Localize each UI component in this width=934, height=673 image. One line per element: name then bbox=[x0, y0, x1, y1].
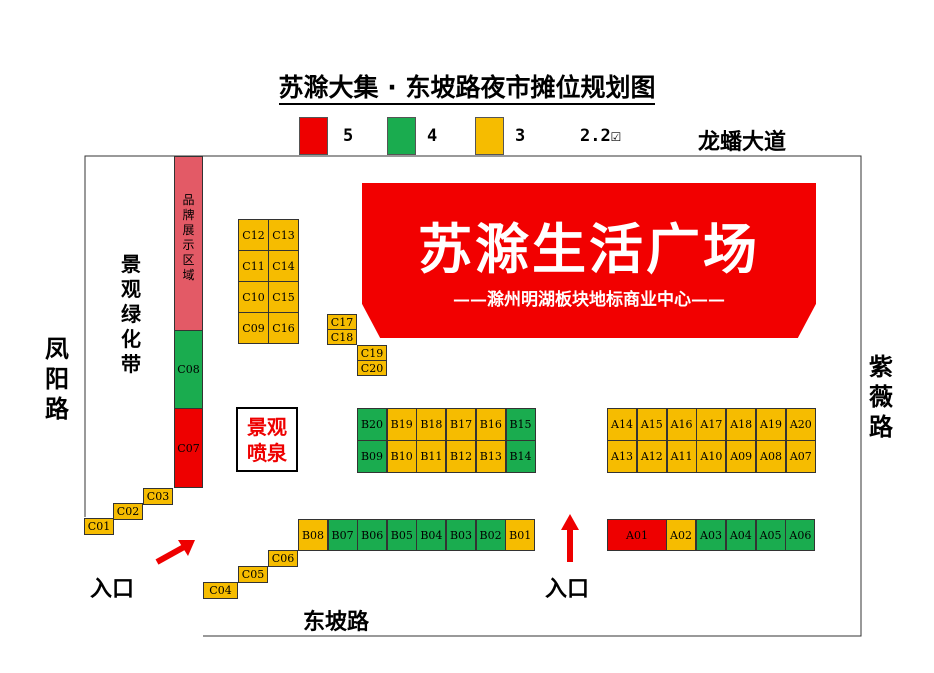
stall-b10[interactable]: B10 bbox=[386, 440, 417, 473]
stall-b07[interactable]: B07 bbox=[327, 519, 358, 551]
stall-a06[interactable]: A06 bbox=[785, 519, 816, 551]
stall-a04[interactable]: A04 bbox=[725, 519, 756, 551]
stall-c06[interactable]: C06 bbox=[268, 550, 298, 567]
stall-c01[interactable]: C01 bbox=[84, 518, 114, 535]
legend-label-5: 5 bbox=[343, 126, 354, 146]
stall-a02[interactable]: A02 bbox=[666, 519, 696, 551]
brand-display-area: 品牌展示区域 bbox=[174, 156, 203, 331]
entrance-right-label: 入口 bbox=[545, 577, 590, 602]
greenbelt-label: 景观绿化带 bbox=[113, 252, 149, 377]
stall-c14[interactable]: C14 bbox=[268, 250, 299, 282]
stall-c04[interactable]: C04 bbox=[203, 582, 238, 599]
stall-b03[interactable]: B03 bbox=[446, 519, 476, 551]
legend-swatch-green bbox=[387, 117, 416, 155]
stall-b06[interactable]: B06 bbox=[357, 519, 388, 551]
stall-a13[interactable]: A13 bbox=[607, 440, 637, 473]
stall-b12[interactable]: B12 bbox=[446, 440, 477, 473]
road-left-label: 凤阳路 bbox=[45, 335, 69, 423]
fountain-label: 景观喷泉 bbox=[247, 414, 287, 465]
stall-b05[interactable]: B05 bbox=[386, 519, 417, 551]
page-title-text: 苏滁大集 · 东坡路夜市摊位规划图 bbox=[278, 73, 656, 105]
stall-c07[interactable]: C07 bbox=[174, 408, 203, 488]
stall-c03[interactable]: C03 bbox=[143, 488, 173, 505]
stall-a11[interactable]: A11 bbox=[666, 440, 697, 473]
page-title: 苏滁大集 · 东坡路夜市摊位规划图 bbox=[0, 68, 934, 105]
stall-c12[interactable]: C12 bbox=[238, 219, 269, 251]
stall-a20[interactable]: A20 bbox=[785, 408, 816, 441]
stall-c05[interactable]: C05 bbox=[238, 566, 268, 583]
stall-b13[interactable]: B13 bbox=[475, 440, 506, 473]
entrance-left-arrow-icon bbox=[155, 540, 195, 565]
stall-c09[interactable]: C09 bbox=[238, 312, 269, 344]
entrance-left-label: 入口 bbox=[90, 577, 135, 602]
stall-b04[interactable]: B04 bbox=[416, 519, 447, 551]
plaza-banner bbox=[362, 183, 816, 338]
road-right-label: 紫薇路 bbox=[869, 353, 893, 441]
road-bottom-label: 东坡路 bbox=[303, 610, 370, 635]
stall-b14[interactable]: B14 bbox=[505, 440, 536, 473]
stall-b11[interactable]: B11 bbox=[416, 440, 447, 473]
stall-c20[interactable]: C20 bbox=[357, 360, 387, 376]
stall-c18[interactable]: C18 bbox=[327, 329, 357, 345]
stall-c17[interactable]: C17 bbox=[327, 314, 357, 330]
entrance-right-arrow-icon bbox=[561, 514, 579, 562]
road-top-label: 龙蟠大道 bbox=[698, 130, 787, 155]
stall-a03[interactable]: A03 bbox=[696, 519, 726, 551]
stall-c16[interactable]: C16 bbox=[268, 312, 299, 344]
stall-b09[interactable]: B09 bbox=[357, 440, 387, 473]
stall-c08[interactable]: C08 bbox=[174, 330, 203, 409]
legend-swatch-orange bbox=[475, 117, 504, 155]
stall-b19[interactable]: B19 bbox=[386, 408, 417, 441]
stall-c02[interactable]: C02 bbox=[113, 503, 143, 520]
fountain-box: 景观喷泉 bbox=[236, 407, 298, 472]
stall-a01[interactable]: A01 bbox=[607, 519, 667, 551]
stall-b08[interactable]: B08 bbox=[298, 519, 328, 551]
stall-a18[interactable]: A18 bbox=[726, 408, 757, 441]
stall-c15[interactable]: C15 bbox=[268, 281, 299, 313]
stall-b02[interactable]: B02 bbox=[475, 519, 506, 551]
stall-a05[interactable]: A05 bbox=[755, 519, 786, 551]
legend-label-4: 4 bbox=[427, 126, 438, 146]
stall-a08[interactable]: A08 bbox=[756, 440, 786, 473]
stall-b20[interactable]: B20 bbox=[357, 408, 387, 441]
stall-c11[interactable]: C11 bbox=[238, 250, 269, 282]
stall-a17[interactable]: A17 bbox=[696, 408, 727, 441]
stall-a10[interactable]: A10 bbox=[696, 440, 727, 473]
stall-b15[interactable]: B15 bbox=[505, 408, 536, 441]
stall-a12[interactable]: A12 bbox=[636, 440, 667, 473]
stall-c10[interactable]: C10 bbox=[238, 281, 269, 313]
legend-label-3: 3 bbox=[515, 126, 526, 146]
legend-swatch-red bbox=[299, 117, 328, 155]
greenbelt-text: 景观绿化带 bbox=[121, 252, 141, 376]
stall-b16[interactable]: B16 bbox=[475, 408, 506, 441]
plaza-title: 苏滁生活广场 bbox=[418, 218, 760, 281]
plaza-subtitle: ——滁州明湖板块地标商业中心—— bbox=[453, 290, 725, 310]
stall-a19[interactable]: A19 bbox=[756, 408, 786, 441]
stall-a15[interactable]: A15 bbox=[636, 408, 667, 441]
stall-a09[interactable]: A09 bbox=[726, 440, 757, 473]
stall-b01[interactable]: B01 bbox=[505, 519, 536, 551]
stall-a14[interactable]: A14 bbox=[607, 408, 637, 441]
brand-display-label: 品牌展示区域 bbox=[182, 193, 195, 282]
stall-b18[interactable]: B18 bbox=[416, 408, 447, 441]
stall-c13[interactable]: C13 bbox=[268, 219, 299, 251]
legend-label-2-2: 2.2☑ bbox=[580, 126, 621, 146]
stall-c19[interactable]: C19 bbox=[357, 345, 387, 361]
stall-a07[interactable]: A07 bbox=[785, 440, 816, 473]
stall-b17[interactable]: B17 bbox=[446, 408, 477, 441]
stall-a16[interactable]: A16 bbox=[666, 408, 697, 441]
